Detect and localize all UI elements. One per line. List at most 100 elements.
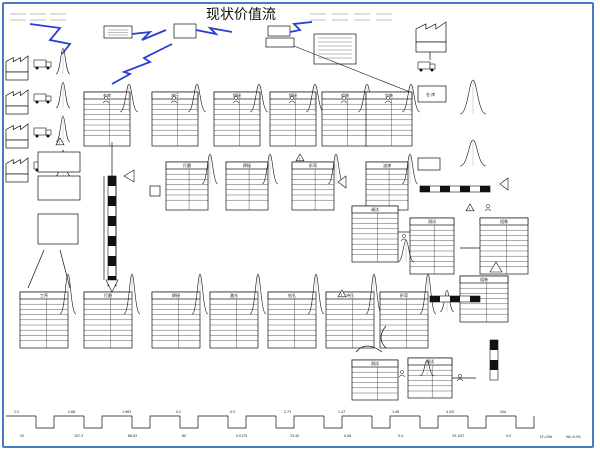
lead-time-upper-value: 20d xyxy=(500,410,506,414)
lead-time-lower-value: 0.5 xyxy=(506,434,511,438)
process-box: 工序 xyxy=(19,291,69,349)
process-box: 测试 xyxy=(409,217,455,275)
process-box-border xyxy=(83,91,131,147)
pull-circle-icon xyxy=(355,345,383,353)
warehouse-box xyxy=(417,85,447,103)
flow-arrow-icon xyxy=(123,169,135,183)
process-box-title: 仓库 xyxy=(103,92,111,98)
process-box-border xyxy=(409,217,455,275)
process-box-header xyxy=(225,161,269,170)
push-arrow-stripe xyxy=(470,296,480,302)
info-flow-line xyxy=(293,45,411,93)
push-arrow-stripe xyxy=(108,176,116,186)
lead-time-upper-value: 4.5/5 xyxy=(446,410,454,414)
process-box-title: 组装 xyxy=(341,92,349,98)
operator-head xyxy=(486,204,490,208)
flow-arrow-icon xyxy=(105,279,119,293)
process-box-title: 折弯 xyxy=(309,162,317,168)
process-box: 包装 xyxy=(365,91,413,147)
supplier-data-box xyxy=(5,71,29,81)
schedule-box xyxy=(267,25,291,37)
operator-head xyxy=(400,370,404,374)
supplier-data-box xyxy=(5,173,29,183)
process-box-border xyxy=(225,161,269,211)
process-box-header xyxy=(459,275,509,284)
process-box: 冲压 xyxy=(151,91,199,147)
push-arrow-stripe xyxy=(480,186,490,192)
push-arrow-stripe xyxy=(430,296,440,302)
customer-factory-icon xyxy=(415,21,447,43)
shipping-box xyxy=(417,157,441,171)
operator-body xyxy=(340,100,348,104)
lead-time-upper-value: 2.68 xyxy=(68,410,75,414)
operator-icon xyxy=(170,96,178,104)
customer-info-box xyxy=(313,33,357,65)
process-box-title: 工序 xyxy=(40,292,48,298)
process-box-title: 冲压 xyxy=(346,292,354,298)
factory-outline xyxy=(415,21,447,43)
mrp-box xyxy=(265,37,295,48)
warehouse-label: 仓 库 xyxy=(426,91,435,97)
operator-icon xyxy=(456,374,464,382)
push-arrow xyxy=(107,175,117,287)
push-arrow-stripe xyxy=(450,296,460,302)
kanban-icon xyxy=(149,185,161,197)
lead-time-upper-value: 2.73 xyxy=(284,410,291,414)
process-box: 打磨 xyxy=(165,161,209,211)
push-arrow-stripe xyxy=(108,236,116,246)
truck-cab xyxy=(45,61,52,68)
factory-outline xyxy=(5,89,29,107)
process-box-title: 打磨 xyxy=(183,162,191,168)
truck-icon xyxy=(33,93,52,104)
inventory-triangle-icon xyxy=(337,289,347,298)
process-box-header xyxy=(165,161,209,170)
truck-wheel xyxy=(35,66,39,70)
operator-icon xyxy=(384,96,392,104)
inventory-mark: I xyxy=(469,207,470,211)
push-arrow xyxy=(429,295,481,303)
process-box-title: 测试 xyxy=(371,360,379,366)
inventory-triangle-icon xyxy=(465,203,475,212)
process-box-title: 组装 xyxy=(480,276,488,282)
operator-body xyxy=(456,378,464,382)
operator-icon xyxy=(102,96,110,104)
process-box-border xyxy=(269,91,317,147)
truck-cab xyxy=(45,95,52,102)
push-arrow-body xyxy=(419,185,491,193)
factory-outline xyxy=(5,157,29,175)
inventory-mark: I xyxy=(341,293,342,297)
process-box-title: 焊接 xyxy=(289,92,297,98)
operator-body xyxy=(232,100,240,104)
process-box: 焊接 xyxy=(213,91,261,147)
process-box: 焊接 xyxy=(151,291,201,349)
supplier-factory-icon xyxy=(5,157,29,175)
lead-time-lower-value: 60 xyxy=(182,434,186,438)
process-box-header xyxy=(409,217,455,226)
lead-time-upper-value: 2.5 xyxy=(14,410,19,414)
electronic-info-icon xyxy=(29,23,72,55)
operator-head xyxy=(290,96,294,100)
factory-outline xyxy=(5,123,29,141)
supplier-factory-icon xyxy=(5,89,29,107)
lead-time-lower-value: 0.4 xyxy=(398,434,403,438)
process-box-border xyxy=(165,161,209,211)
process-box-border xyxy=(83,291,133,349)
truck-body xyxy=(33,127,47,136)
process-box-title: 焊接 xyxy=(233,92,241,98)
push-arrow-stripe xyxy=(108,256,116,266)
inventory-data-box xyxy=(37,213,79,245)
process-box-header xyxy=(351,359,399,368)
supplier-factory-icon xyxy=(5,123,29,141)
operator-icon xyxy=(400,234,408,242)
inventory-triangle-icon xyxy=(295,153,305,162)
operator-head xyxy=(386,96,390,100)
lead-time-lower-value: 86.83 xyxy=(128,434,137,438)
push-arrow xyxy=(419,185,491,193)
lead-time-lower-value: 25 xyxy=(20,434,24,438)
process-box-title: 焊接 xyxy=(243,162,251,168)
inventory-mark: I xyxy=(59,141,60,145)
factory-outline xyxy=(5,55,29,73)
truck-icon xyxy=(33,127,52,138)
